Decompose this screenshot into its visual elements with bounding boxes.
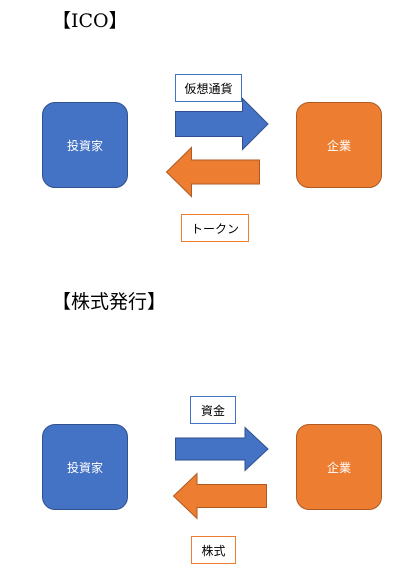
flow-label-shares: 株式	[191, 536, 236, 564]
flow-label-token: トークン	[181, 214, 249, 242]
flow-label-funds: 資金	[190, 396, 236, 424]
node-company-stock: 企業	[296, 424, 382, 510]
node-label: 企業	[326, 138, 351, 153]
node-investor-stock: 投資家	[42, 424, 128, 510]
arrow-left-ico	[165, 146, 260, 198]
flow-label-virtual-currency: 仮想通貨	[175, 74, 242, 102]
arrow-left-stock	[172, 472, 267, 520]
section-heading-stock-issuance: 【株式発行】	[52, 291, 167, 313]
node-label: 投資家	[66, 460, 103, 475]
node-investor-ico: 投資家	[42, 102, 128, 188]
node-label: 投資家	[66, 138, 103, 153]
arrow-right-stock	[175, 426, 269, 472]
node-label: 企業	[326, 460, 351, 475]
section-heading-ico: 【ICO】	[52, 10, 128, 32]
node-company-ico: 企業	[296, 102, 382, 188]
arrow-right-ico	[175, 97, 269, 151]
